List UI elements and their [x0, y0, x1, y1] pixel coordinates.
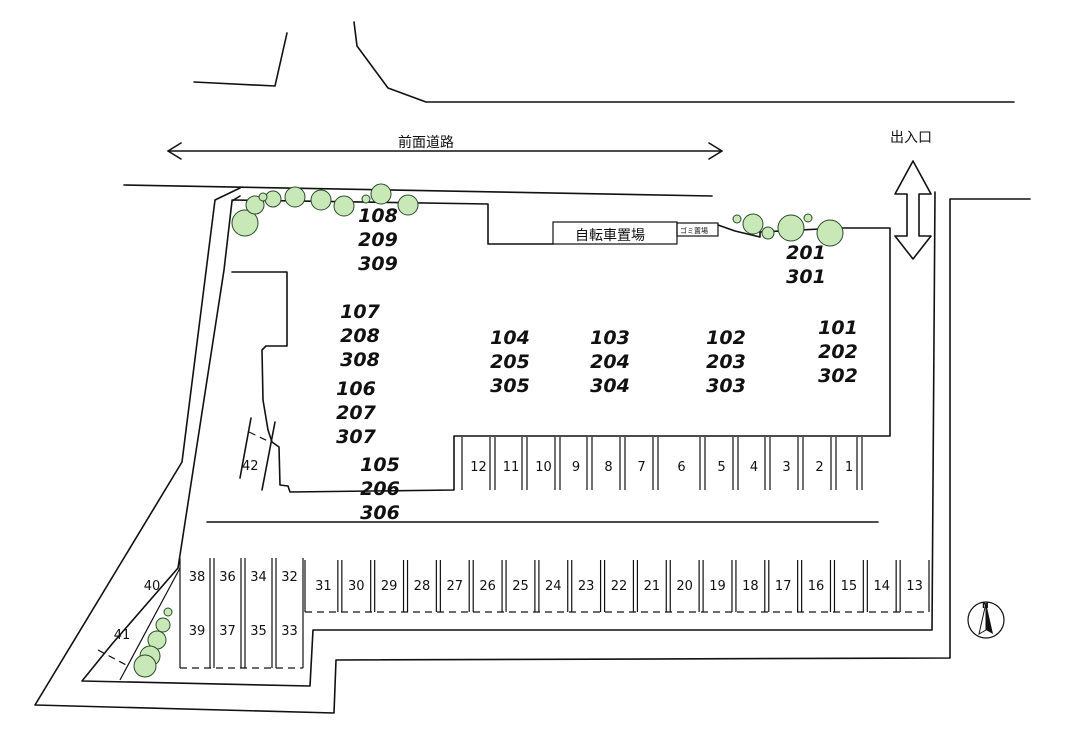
parking-number: 21 [644, 579, 661, 594]
parking-number: 7 [637, 460, 645, 475]
unit-number: 302 [818, 365, 858, 387]
parking-number: 31 [315, 579, 332, 594]
unit-number: 209 [358, 229, 398, 251]
front-road-arrow [167, 142, 723, 160]
parking-number: 4 [750, 460, 758, 475]
parking-number: 27 [447, 579, 464, 594]
entrance-label: 出入口 [890, 130, 932, 146]
unit-number: 301 [786, 266, 826, 288]
parking-number: 17 [775, 579, 792, 594]
parking-number: 9 [572, 460, 580, 475]
unit-number: 309 [358, 253, 398, 275]
parking-triangle: 40 41 [97, 567, 181, 681]
north-icon: N [982, 601, 989, 610]
unit-number: 107 [340, 301, 380, 323]
unit-labels: 1082093091072083081062073071052063061042… [336, 205, 858, 524]
bicycle-parking-label: 自転車置場 [575, 227, 645, 244]
unit-number: 102 [706, 327, 746, 349]
parking-number: 37 [219, 624, 236, 639]
unit-number: 308 [340, 349, 380, 371]
parking-number: 40 [144, 579, 161, 594]
parking-number: 24 [545, 579, 562, 594]
unit-number: 307 [336, 426, 376, 448]
parking-number: 36 [219, 570, 236, 585]
parking-number: 39 [189, 624, 206, 639]
parking-number: 14 [873, 579, 890, 594]
tree-row-bottom-left [133, 607, 173, 678]
entrance-arrow [894, 160, 932, 260]
unit-number: 205 [490, 351, 530, 373]
parking-number: 38 [189, 570, 206, 585]
parking-number: 8 [604, 460, 612, 475]
parking-block-left: 38 36 34 32 39 37 35 33 [179, 558, 304, 669]
unit-number: 303 [706, 375, 746, 397]
unit-number: 305 [490, 375, 530, 397]
tree-row-top-right [732, 213, 844, 247]
parking-number: 33 [281, 624, 298, 639]
parking-number: 11 [503, 460, 520, 475]
parking-row-bottom: 31 30 29 28 27 26 25 24 23 22 21 20 19 18 17 16 15 14 13 [304, 560, 930, 613]
parking-number: 5 [717, 460, 725, 475]
parking-number: 35 [250, 624, 267, 639]
parking-number: 41 [114, 628, 131, 643]
parking-number: 28 [414, 579, 431, 594]
parking-number: 30 [348, 579, 365, 594]
unit-number: 106 [336, 378, 376, 400]
parking-number: 29 [381, 579, 398, 594]
parking-number: 26 [479, 579, 496, 594]
unit-number: 101 [818, 317, 858, 339]
parking-row-top: 12 11 10 9 8 7 6 5 4 3 2 1 [461, 437, 863, 490]
parking-number: 15 [841, 579, 858, 594]
unit-number: 108 [358, 205, 398, 227]
site-outline [34, 184, 1031, 714]
parking-number: 2 [815, 460, 823, 475]
garbage-area-box [676, 222, 719, 237]
compass: N [967, 601, 1005, 639]
unit-number: 304 [590, 375, 630, 397]
unit-number: 208 [340, 325, 380, 347]
parking-number: 3 [782, 460, 790, 475]
front-road-label: 前面道路 [398, 134, 454, 151]
unit-number: 306 [360, 502, 400, 524]
parking-slot-42 [239, 417, 276, 491]
parking-number: 32 [281, 570, 298, 585]
parking-number: 1 [845, 460, 853, 475]
upper-road-lines [193, 21, 1015, 103]
parking-number: 18 [742, 579, 759, 594]
parking-divider [119, 567, 181, 681]
parking-number: 12 [470, 460, 487, 475]
parking-number: 19 [709, 579, 726, 594]
unit-number: 206 [360, 478, 400, 500]
unit-number: 204 [590, 351, 630, 373]
unit-number: 207 [336, 402, 376, 424]
parking-number: 6 [677, 460, 685, 475]
tree-row-top-left [231, 183, 419, 237]
unit-number: 202 [818, 341, 858, 363]
garbage-area-label: ゴミ置場 [680, 226, 708, 235]
parking-number: 42 [242, 459, 259, 474]
parking-number: 20 [676, 579, 693, 594]
parking-number: 16 [808, 579, 825, 594]
parking-number: 13 [906, 579, 923, 594]
parking-number: 25 [512, 579, 529, 594]
parking-guide-line [97, 649, 129, 667]
parking-number: 23 [578, 579, 595, 594]
unit-number: 103 [590, 327, 630, 349]
parking-number: 10 [535, 460, 552, 475]
unit-number: 203 [706, 351, 746, 373]
parking-number: 22 [611, 579, 628, 594]
parking-number: 34 [250, 570, 267, 585]
unit-number: 104 [490, 327, 530, 349]
unit-number: 201 [786, 242, 826, 264]
unit-number: 105 [360, 454, 400, 476]
